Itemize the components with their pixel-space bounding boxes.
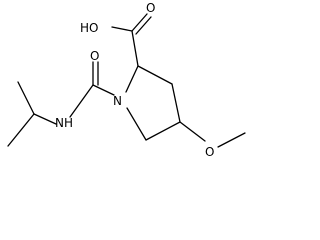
bond-cooh-c-ring-c2: [131, 30, 139, 67]
bond-methoxy-o-ch3: [217, 132, 246, 148]
chemical-structure: HO O O N NH O: [7, 1, 246, 159]
atom-label-ring-nitrogen: N: [113, 94, 122, 108]
atom-label-amide-oxygen: O: [90, 49, 99, 63]
bond-carbonyl-c-nh: [69, 84, 94, 118]
bond-cooh-c-oh: [111, 26, 133, 32]
bond-n1-carbonyl-c: [92, 84, 115, 96]
bond-cooh-c-o-double-a: [131, 13, 148, 32]
bond-cooh-c-o-double-b: [135, 16, 152, 35]
atom-label-carboxyl-hydroxyl: HO: [80, 21, 98, 35]
atom-label-methoxy-oxygen: O: [205, 145, 214, 159]
bond-ring-c2-c3: [137, 65, 173, 85]
bond-c4-methoxy-o: [179, 121, 206, 142]
bond-nh-isopropyl-ch: [33, 113, 57, 125]
bond-isopropyl-ch3-top: [17, 81, 35, 115]
bond-ring-c5-n1: [126, 107, 147, 141]
atom-label-amide-nitrogen: NH: [55, 116, 73, 130]
bond-isopropyl-ch3-bottom: [7, 113, 35, 147]
bonds: [7, 13, 246, 148]
atom-label-carboxyl-oxygen: O: [146, 1, 155, 15]
bond-ring-c4-c5: [145, 121, 181, 141]
bond-ring-c2-n1: [125, 65, 139, 93]
bond-ring-c3-c4: [171, 83, 181, 123]
atom-labels: HO O O N NH O: [55, 1, 214, 159]
